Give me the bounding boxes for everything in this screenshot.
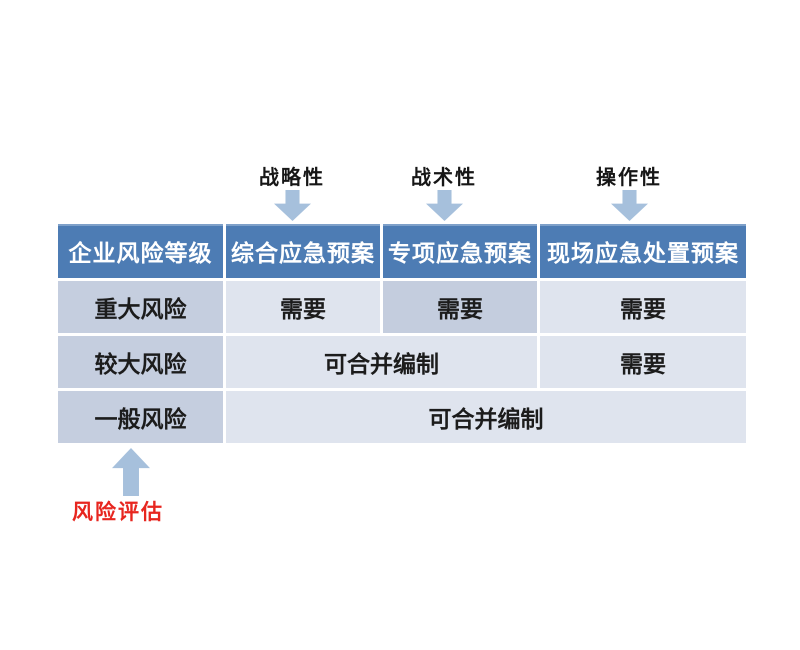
cell-larger-onsite: 需要: [540, 336, 746, 388]
arrow-down-icon: [426, 190, 463, 221]
header-special-plan: 专项应急预案: [383, 224, 537, 278]
arrow-down-icon: [611, 190, 648, 221]
header-comprehensive-plan: 综合应急预案: [226, 224, 380, 278]
header-onsite-plan: 现场应急处置预案: [540, 224, 746, 278]
header-risk-level: 企业风险等级: [58, 224, 223, 278]
cell-major-comprehensive: 需要: [226, 281, 380, 333]
risk-plan-table: 企业风险等级 综合应急预案 专项应急预案 现场应急处置预案 重大风险 需要 需要…: [58, 224, 746, 443]
arrow-up-icon: [112, 448, 150, 496]
row-major-risk-level: 重大风险: [58, 281, 223, 333]
cell-major-onsite: 需要: [540, 281, 746, 333]
arrow-down-icon: [274, 190, 311, 221]
cell-major-special: 需要: [383, 281, 537, 333]
row-larger-risk-level: 较大风险: [58, 336, 223, 388]
row-general-risk-level: 一般风险: [58, 391, 223, 443]
top-label-strategic: 战略性: [259, 165, 325, 189]
cell-larger-merged: 可合并编制: [226, 336, 537, 388]
cell-general-merged: 可合并编制: [226, 391, 746, 443]
top-label-operational: 操作性: [596, 165, 662, 189]
risk-assessment-label: 风险评估: [72, 499, 164, 524]
top-label-tactical: 战术性: [411, 165, 477, 189]
